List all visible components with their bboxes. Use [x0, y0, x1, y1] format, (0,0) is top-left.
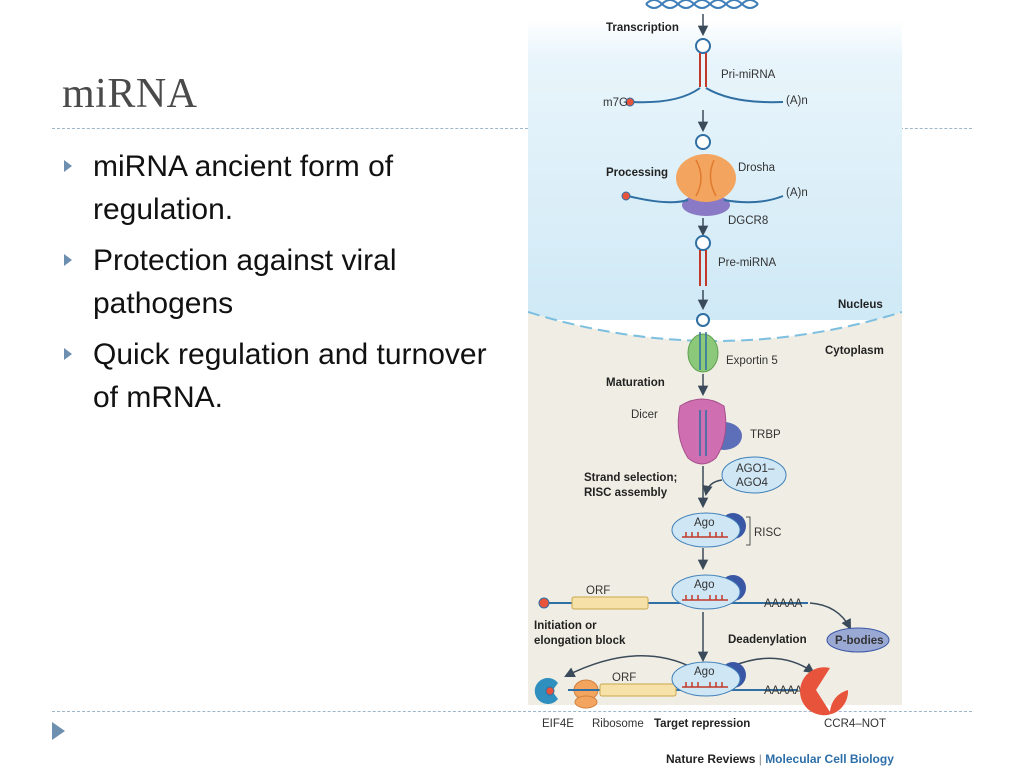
pre-mirna-hairpin: [695, 235, 711, 286]
label-ago-repressed: Ago: [694, 666, 714, 678]
step-strand-selection: Strand selection;: [584, 472, 677, 484]
label-trbp: TRBP: [750, 429, 781, 441]
label-ago-risc: Ago: [694, 517, 714, 529]
to-pbodies-arrow: [809, 602, 851, 630]
footer-arrow-icon: [52, 722, 65, 740]
join-arrow: [702, 479, 723, 497]
initiation-block-arrow: [564, 655, 694, 677]
title-divider-left: [52, 128, 528, 129]
label-orf: ORF: [586, 585, 610, 597]
dna-helix-icon: [645, 0, 759, 9]
label-pre-mirna: Pre-miRNA: [718, 257, 776, 269]
label-nucleus: Nucleus: [838, 299, 883, 311]
label-ago4: AGO4: [736, 477, 769, 489]
mirna-pathway-diagram: Transcription Pri-miRNA m7G (A)n Process…: [528, 0, 902, 730]
label-aaaaa: AAAAA: [764, 598, 803, 610]
step-maturation: Maturation: [606, 377, 665, 389]
target-mrna: [538, 574, 808, 610]
label-dicer: Dicer: [631, 409, 658, 421]
exportin-5-shape: [687, 313, 719, 373]
bullet-item: Protection against viral pathogens: [62, 239, 492, 325]
step-initiation: Initiation or: [534, 620, 597, 632]
step-target-repression: Target repression: [654, 718, 750, 730]
step-risc-assembly: RISC assembly: [584, 487, 668, 499]
figure-credit: Nature Reviews | Molecular Cell Biology: [666, 752, 894, 766]
label-ago1: AGO1–: [736, 463, 775, 475]
label-ccr4-not: CCR4–NOT: [824, 718, 886, 730]
credit-separator: |: [758, 752, 762, 766]
label-cap: m7G: [603, 97, 628, 109]
step-transcription: Transcription: [606, 22, 679, 34]
bullet-item: miRNA ancient form of regulation.: [62, 145, 492, 231]
risc-bracket: [746, 516, 751, 546]
bullet-arrow-icon: [64, 254, 72, 266]
bullet-item: Quick regulation and turnover of mRNA.: [62, 333, 492, 419]
label-risc: RISC: [754, 527, 781, 539]
label-poly-a-2: (A)n: [786, 187, 808, 199]
label-aaaaa-2: AAAAA: [764, 685, 803, 697]
label-ribosome: Ribosome: [592, 718, 644, 730]
step-elongation-block: elongation block: [534, 635, 626, 647]
dicer-complex: [677, 398, 742, 465]
label-exportin: Exportin 5: [726, 355, 778, 367]
label-cytoplasm: Cytoplasm: [825, 345, 884, 357]
bullet-arrow-icon: [64, 160, 72, 172]
label-eif4e: EIF4E: [542, 718, 574, 730]
slide-title: miRNA: [62, 71, 198, 117]
label-pri-mirna: Pri-miRNA: [721, 69, 776, 81]
ago1-ago4-bubble: [721, 456, 787, 494]
bullet-list: miRNA ancient form of regulation. Protec…: [62, 145, 492, 427]
label-ago-target: Ago: [694, 579, 714, 591]
risc-complex: [671, 512, 746, 548]
deadenylation-arrow: [732, 657, 815, 674]
credit-publisher: Nature Reviews: [666, 752, 756, 766]
credit-journal: Molecular Cell Biology: [765, 752, 894, 766]
bullet-arrow-icon: [64, 348, 72, 360]
label-orf-2: ORF: [612, 672, 636, 684]
label-poly-a: (A)n: [786, 95, 808, 107]
label-drosha: Drosha: [738, 162, 776, 174]
step-deadenylation: Deadenylation: [728, 634, 807, 646]
ccr4-not-shape: [800, 667, 849, 716]
drosha-dgcr8-complex: [621, 134, 784, 216]
repressed-mrna: [534, 661, 798, 709]
label-dgcr8: DGCR8: [728, 215, 768, 227]
footer-divider: [52, 711, 972, 712]
step-processing: Processing: [606, 167, 668, 179]
pri-mirna-hairpin: [625, 38, 784, 107]
p-bodies-bubble: [826, 627, 890, 653]
label-p-bodies: P-bodies: [835, 635, 884, 647]
title-divider-right: [900, 128, 972, 129]
